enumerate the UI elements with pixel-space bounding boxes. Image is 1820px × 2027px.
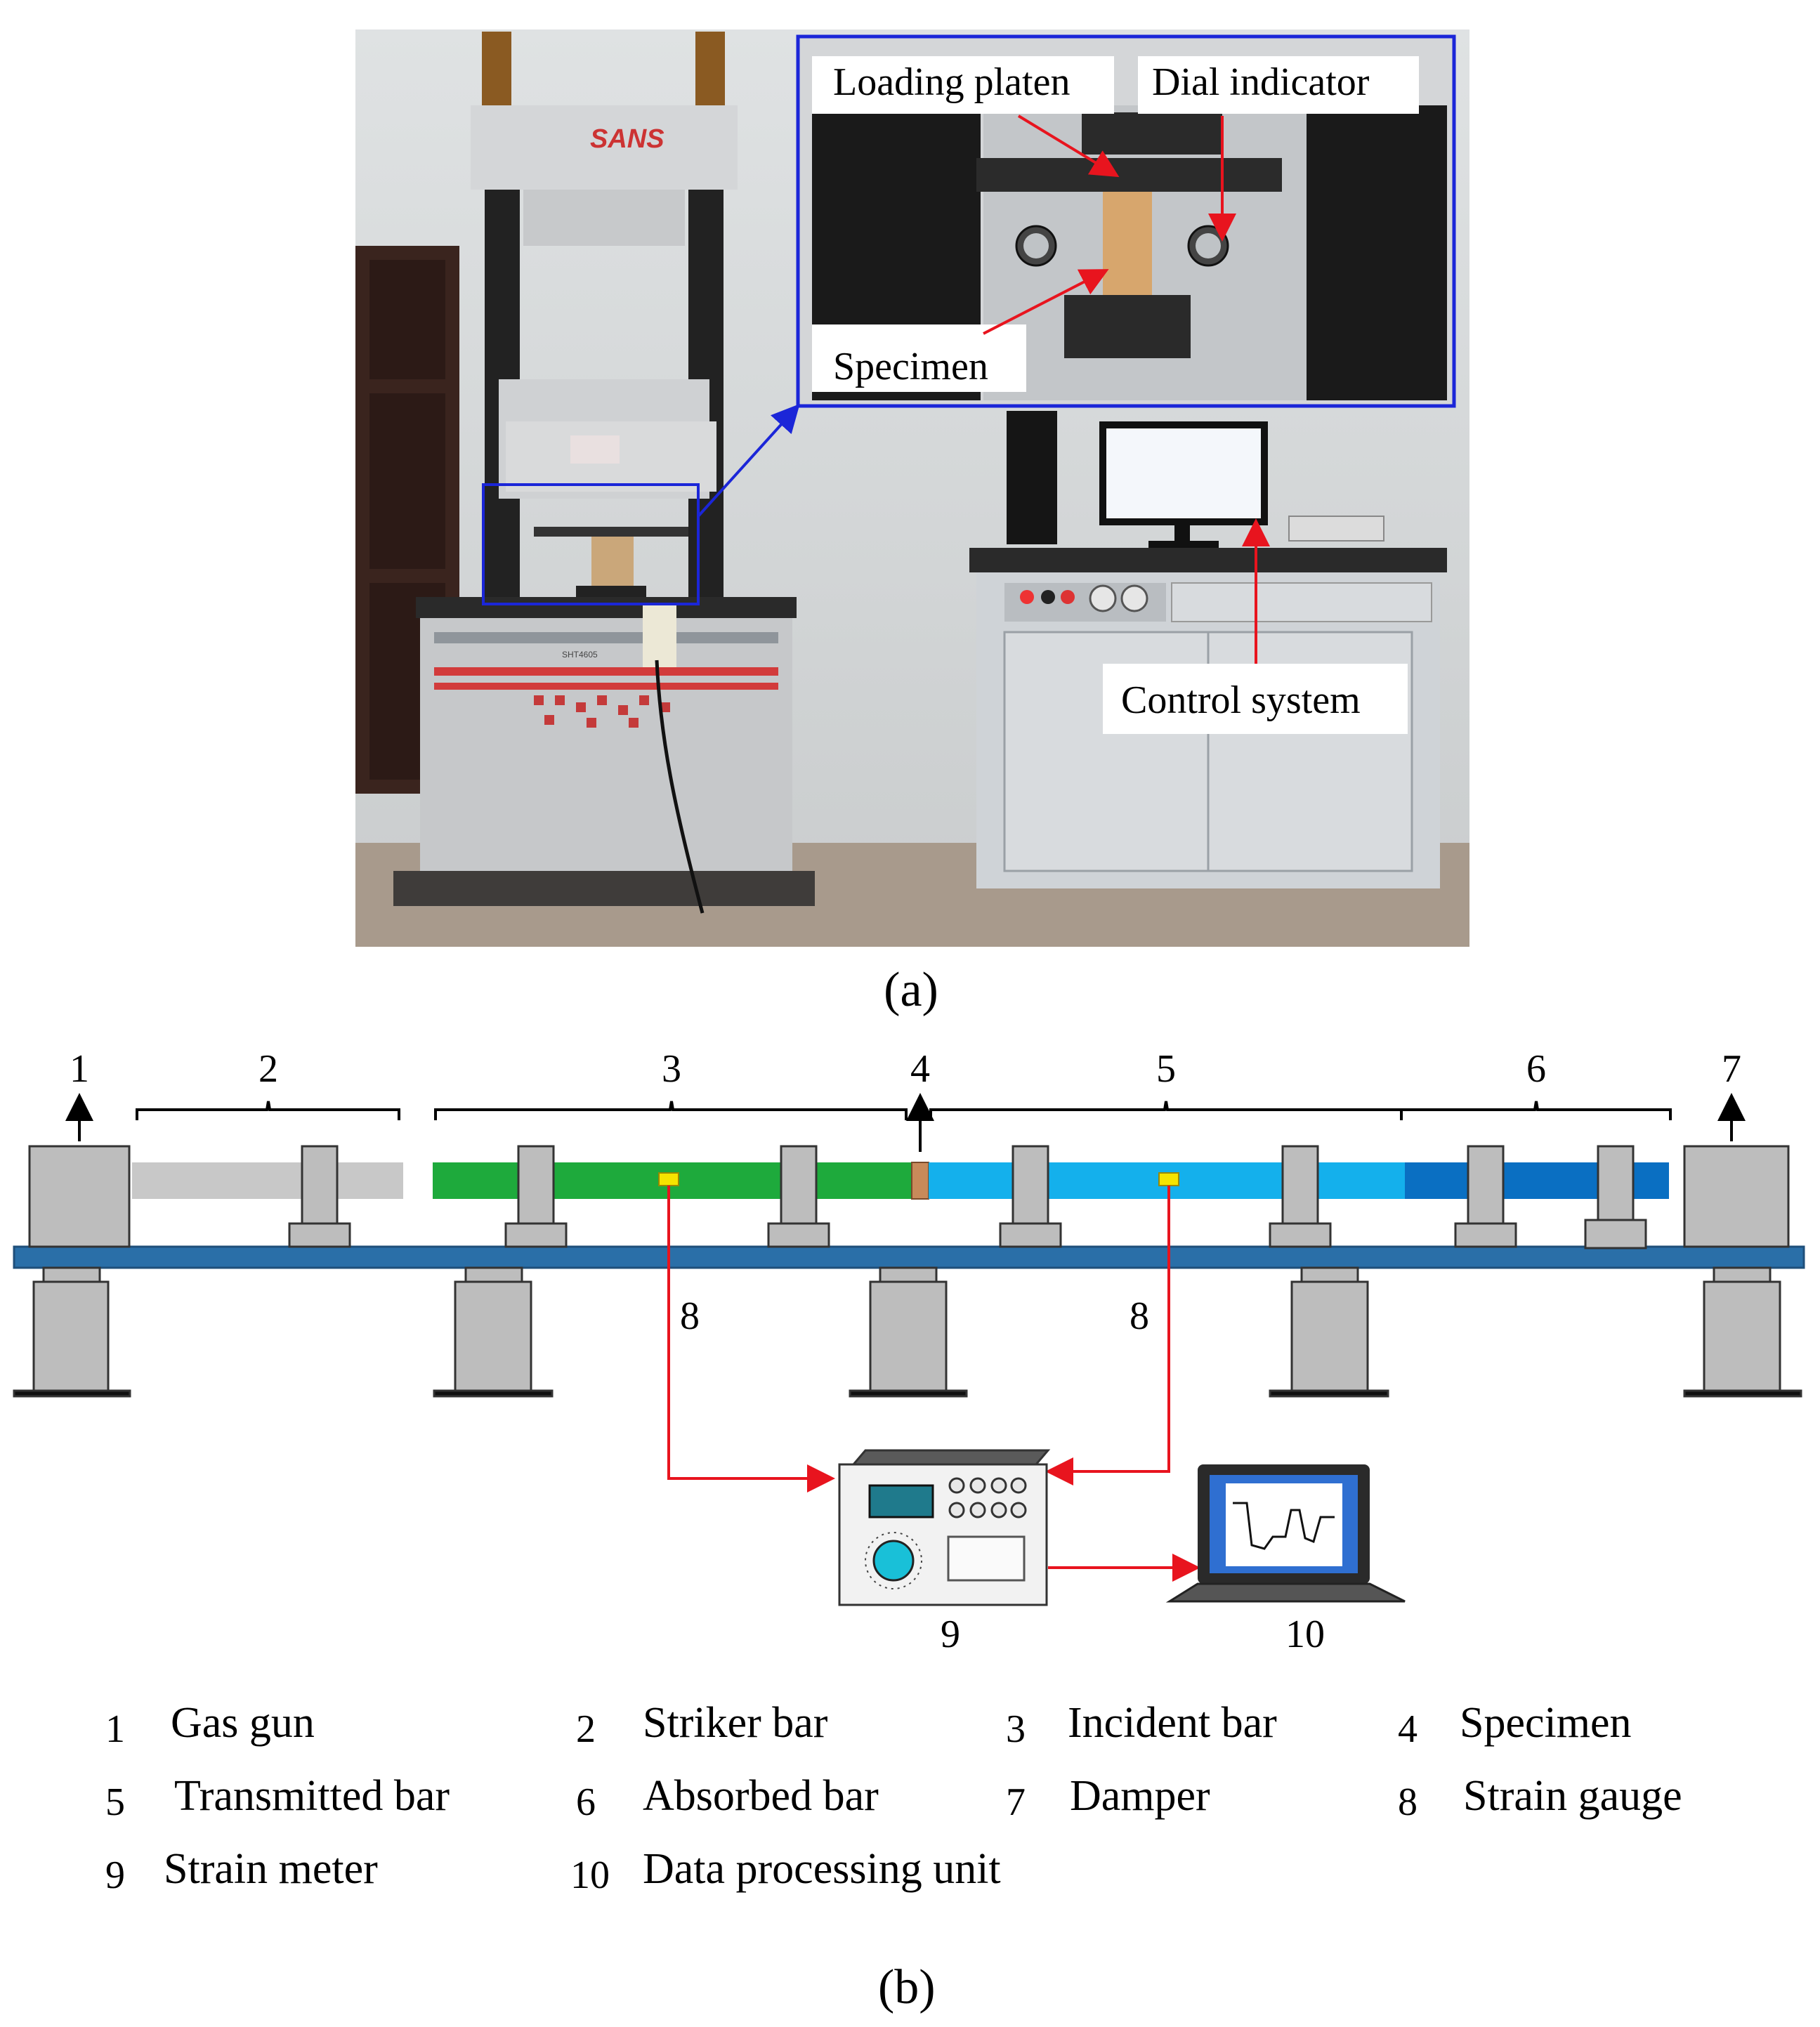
base-rail [13,1245,1805,1269]
wire-incident-to-meter [667,1186,835,1493]
label-control-system: Control system [1121,678,1361,722]
bracket-striker [136,1101,400,1120]
legend-label: Incident bar [1068,1699,1277,1747]
floor-support [433,1266,554,1398]
group-numbers: 1 2 3 4 5 6 7 [70,1047,1741,1091]
bar-support [1269,1145,1332,1248]
floor-support [849,1266,968,1398]
label-num-4: 4 [910,1047,930,1091]
inset-link-arrow [697,404,800,518]
label-num-9: 9 [941,1613,960,1656]
damper [1683,1145,1790,1248]
legend-label: Strain gauge [1463,1772,1682,1820]
caption-b: (b) [878,1960,936,2014]
strain-gauge-transmitted [1158,1172,1179,1186]
legend-num: 8 [1398,1780,1418,1824]
legend-label: Gas gun [171,1699,315,1747]
pointer-arrows [65,1093,1746,1152]
bar-support [504,1145,568,1248]
legend-num: 9 [105,1854,125,1897]
legend-num: 5 [105,1780,125,1824]
label-num-8-transmitted: 8 [1130,1294,1149,1338]
label-num-5: 5 [1156,1047,1176,1091]
strain-meter-device [838,1449,1051,1606]
striker-bar [132,1162,403,1199]
legend-label: Strain meter [164,1845,378,1893]
label-specimen-photo: Specimen [833,345,988,388]
label-num-7: 7 [1722,1047,1741,1091]
laptop-signal-trace [1233,1502,1335,1550]
legend-num: 2 [576,1707,596,1751]
floor-support [13,1266,131,1398]
testing-machine: SANS SHT4605 [393,32,815,914]
legend-num: 10 [570,1854,610,1897]
legend-num: 7 [1006,1780,1026,1824]
bar-support [999,1145,1062,1248]
label-num-3: 3 [662,1047,681,1091]
schematic-panel: 1 2 3 4 5 6 7 [13,1047,1805,1656]
laptop-device [1165,1464,1406,1603]
inset-closeup [796,34,1456,408]
label-num-10: 10 [1285,1613,1325,1656]
bar-support [1584,1145,1647,1249]
floor-supports [13,1266,1802,1398]
strain-meter-knob [872,1540,915,1582]
strain-gauge-incident [658,1172,679,1186]
label-num-1: 1 [70,1047,89,1091]
caption-a: (a) [884,963,938,1017]
callout-arrows [983,114,1270,664]
floor-support [1683,1266,1802,1398]
legend-label: Absorbed bar [643,1772,879,1820]
label-num-2: 2 [258,1047,278,1091]
legend-label: Data processing unit [643,1845,1001,1893]
specimen [911,1162,929,1200]
bracket-absorbed [1400,1101,1672,1120]
bar-support [1454,1145,1517,1248]
legend-label: Damper [1070,1772,1210,1820]
label-num-6: 6 [1526,1047,1546,1091]
bar-support [288,1145,351,1248]
legend-num: 6 [576,1780,596,1824]
legend-num: 1 [105,1707,125,1751]
wire-transmitted-to-meter [1045,1186,1170,1485]
bar-support [767,1145,830,1248]
label-loading-platen: Loading platen [833,60,1070,104]
legend-label: Transmitted bar [174,1772,450,1820]
signal-wires [667,1186,1200,1582]
machine-model-text: SHT4605 [562,650,598,660]
gas-gun [28,1145,131,1248]
group-brackets [136,1101,1672,1120]
label-num-8-incident: 8 [680,1294,700,1338]
legend-label: Specimen [1460,1699,1632,1747]
bar-supports [288,1145,1647,1249]
machine-brand-text: SANS [590,124,665,154]
legend-num: 4 [1398,1707,1418,1751]
photo-panel: SANS SHT4605 [355,29,1469,947]
floor-support [1269,1266,1389,1398]
label-dial-indicator: Dial indicator [1152,60,1370,104]
legend-num: 3 [1006,1707,1026,1751]
legend-label: Striker bar [643,1699,828,1747]
bracket-incident [434,1101,908,1120]
bracket-transmitted [929,1101,1403,1120]
